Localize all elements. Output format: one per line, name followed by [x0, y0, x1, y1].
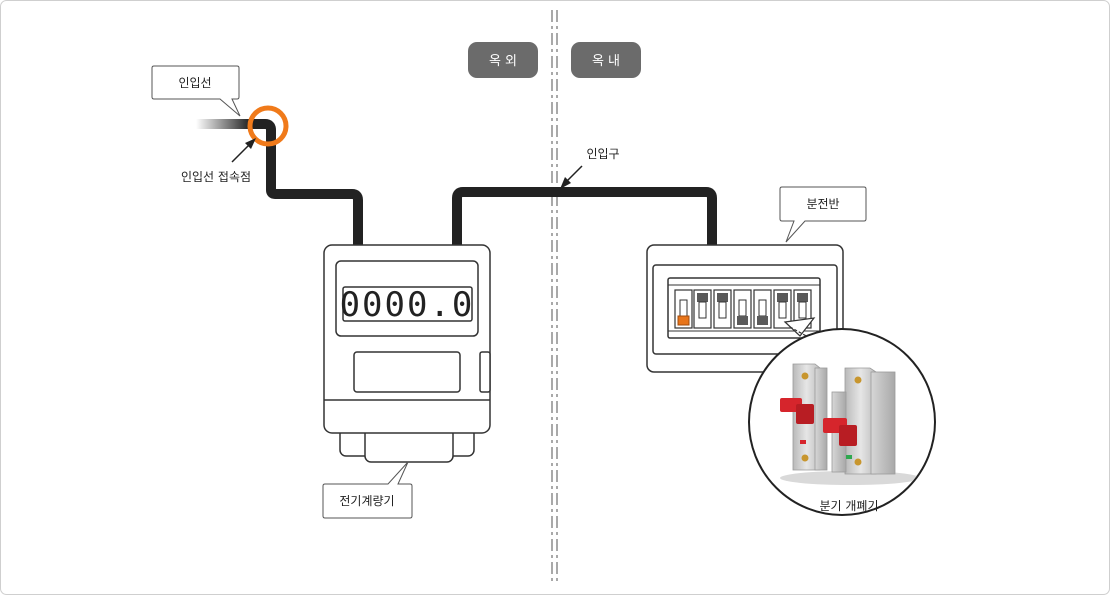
breaker-zoom-label: 분기 개폐기 — [819, 499, 878, 513]
callout-meter: 전기계량기 — [322, 461, 413, 519]
connection-point-pointer — [231, 138, 256, 163]
wire-meter-to-panel — [452, 187, 717, 246]
panel-breaker-switch — [674, 289, 693, 329]
service-wire-fade — [196, 119, 250, 129]
wire-service-to-meter — [248, 119, 363, 246]
panel-breaker-switch — [753, 289, 772, 329]
connection-point-label: 인입선 접속점 — [181, 170, 251, 184]
panel-breaker-switch — [713, 289, 732, 329]
callout-service-wire: 인입선 — [151, 65, 241, 117]
callout-panel-label: 분전반 — [806, 197, 839, 211]
connection-point-ring — [247, 105, 289, 147]
panel-breaker-switch — [773, 289, 792, 329]
zoom-pointer — [783, 317, 816, 339]
service-entrance-label: 인입구 — [586, 147, 619, 161]
panel-breaker-row — [674, 289, 812, 329]
zone-badge-outdoor-label: 옥 외 — [489, 54, 517, 69]
panel-breaker-switch — [693, 289, 712, 329]
zone-badge-outdoor: 옥 외 — [468, 42, 538, 78]
breaker-unit-front — [823, 367, 896, 475]
panel-breaker-switch — [733, 289, 752, 329]
electricity-meter: 0000.0 — [323, 244, 491, 463]
breaker-zoom-view: 분기 개폐기 — [748, 328, 936, 516]
service-entrance-pointer — [560, 165, 583, 189]
meter-reading: 0000.0 — [340, 285, 475, 325]
outdoor-indoor-divider — [551, 10, 558, 585]
zone-badge-indoor: 옥 내 — [571, 42, 641, 78]
callout-service-wire-label: 인입선 — [178, 76, 211, 90]
callout-meter-label: 전기계량기 — [339, 494, 394, 508]
breaker-unit-back — [780, 363, 828, 471]
callout-panel: 분전반 — [779, 186, 867, 243]
zone-badge-indoor-label: 옥 내 — [592, 54, 620, 69]
